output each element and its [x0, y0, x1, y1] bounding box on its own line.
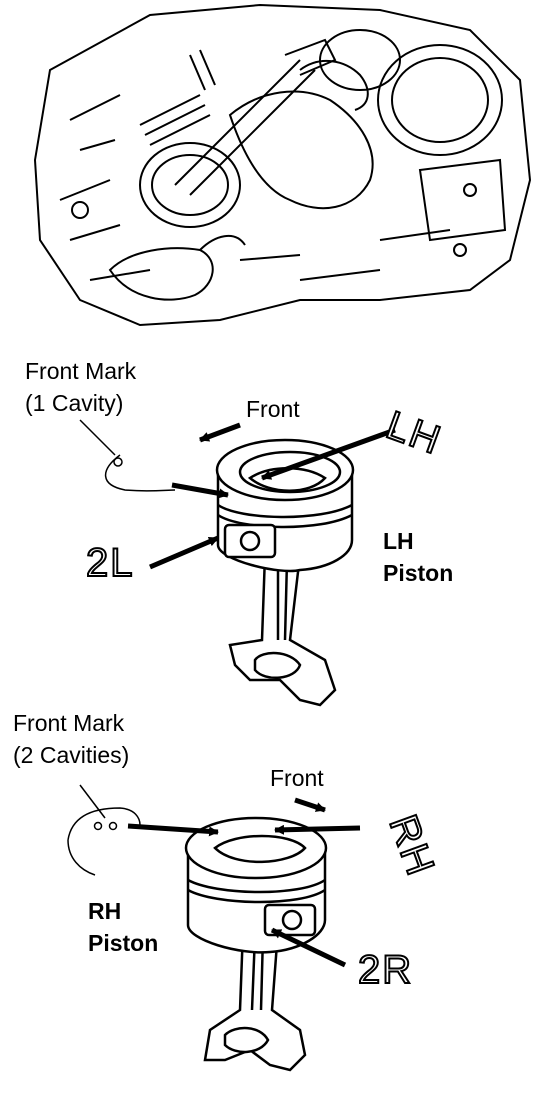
rh-rod-mark-arrow	[270, 927, 347, 968]
lh-front-direction-arrow	[199, 422, 241, 443]
rh-front-mark-cavity-label: (2 Cavities)	[13, 742, 130, 768]
lh-piston-illustration	[79, 419, 355, 707]
rh-arrows	[127, 797, 361, 968]
engine-block-illustration	[33, 3, 532, 327]
rh-cavity-arrow	[127, 823, 219, 837]
rh-front-direction-arrow	[294, 797, 326, 813]
lh-cavity-arrow	[171, 482, 229, 499]
lh-piston-title: LH	[383, 528, 414, 554]
lh-front-mark-label: Front Mark	[25, 358, 137, 384]
rh-front-mark-label: Front Mark	[13, 710, 125, 736]
lh-front-mark-cavity-label: (1 Cavity)	[25, 390, 124, 416]
rh-front-label: Front	[270, 765, 324, 791]
lh-arrows	[149, 422, 396, 570]
lh-side-mark-arrow	[261, 427, 396, 481]
rh-piston-illustration	[67, 784, 328, 1072]
rh-piston-subtitle: Piston	[88, 930, 159, 956]
rh-rod-mark: 2R	[357, 948, 414, 992]
lh-piston-subtitle: Piston	[383, 560, 454, 586]
rh-piston-title: RH	[88, 898, 122, 924]
lh-rod-mark: 2L	[85, 541, 135, 585]
lh-rod-mark-arrow	[149, 535, 219, 570]
lh-front-label: Front	[246, 396, 300, 422]
rh-side-mark-arrow	[274, 824, 361, 835]
